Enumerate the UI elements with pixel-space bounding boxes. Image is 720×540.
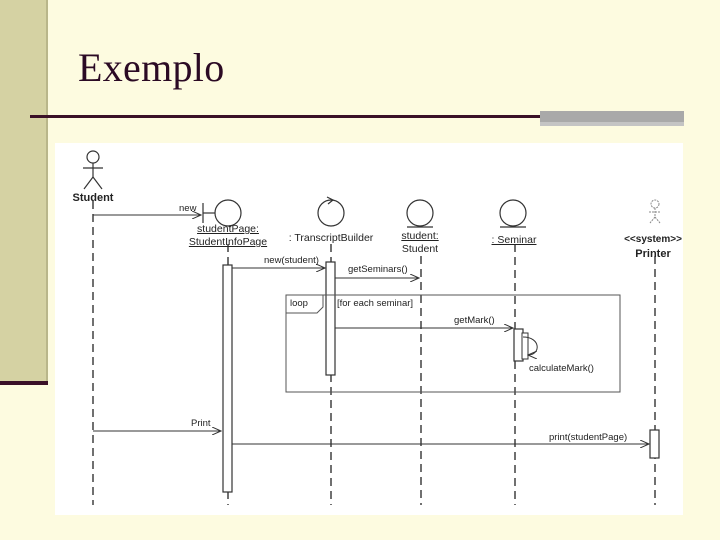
msg-print-label: Print	[191, 418, 211, 429]
boundary-icon	[203, 199, 242, 227]
left-decor-band-base	[0, 381, 48, 385]
activation-printer	[649, 429, 660, 459]
control-icon	[317, 196, 345, 227]
student-page-label-line1: studentPage:	[197, 223, 259, 235]
loop-guard-label: [for each seminar]	[337, 298, 414, 309]
student-page-label-line2: StudentInfoPage	[188, 236, 268, 248]
msg-calculate-mark-label: calculateMark()	[529, 363, 594, 374]
student-actor-icon	[83, 150, 103, 190]
left-decor-band	[0, 0, 46, 383]
transcript-builder-label: : TranscriptBuilder	[288, 232, 374, 244]
title-rule-accent	[540, 111, 684, 123]
msg-calculate-mark	[522, 336, 538, 355]
title-rule	[30, 115, 540, 118]
activation-seminar-nested	[521, 332, 529, 360]
msg-new-student-label: new(student)	[264, 255, 319, 266]
msg-new-label: new	[179, 203, 197, 214]
msg-get-seminars-label: getSeminars()	[348, 264, 408, 275]
msg-get-mark-label: getMark()	[454, 315, 495, 326]
seminar-label: : Seminar	[491, 234, 537, 246]
printer-stereotype-label: <<system>>	[624, 234, 682, 245]
student-actor-label: Student	[72, 192, 114, 204]
title-rule-accent-lower	[540, 122, 684, 126]
messages	[93, 215, 649, 444]
student-object-label-line1: student:	[401, 230, 439, 242]
left-decor-band-shadow	[46, 0, 48, 383]
printer-actor-icon	[649, 199, 661, 224]
loop-operator-label: loop	[290, 298, 308, 309]
seminar-entity-icon	[499, 199, 527, 228]
printer-label: Printer	[635, 248, 671, 260]
activation-student-page	[222, 264, 233, 493]
msg-print-student-page-label: print(studentPage)	[549, 432, 628, 443]
activation-transcript-builder	[325, 261, 336, 376]
sequence-diagram: Student studentPage: StudentInfoPage : T…	[55, 143, 683, 515]
sequence-diagram-canvas	[83, 150, 661, 505]
loop-fragment	[285, 294, 621, 393]
loop-fragment-tab	[285, 294, 324, 314]
student-object-label-line2: Student	[401, 243, 439, 255]
entity-icon	[406, 199, 434, 228]
slide-title: Exemplo	[78, 45, 225, 90]
